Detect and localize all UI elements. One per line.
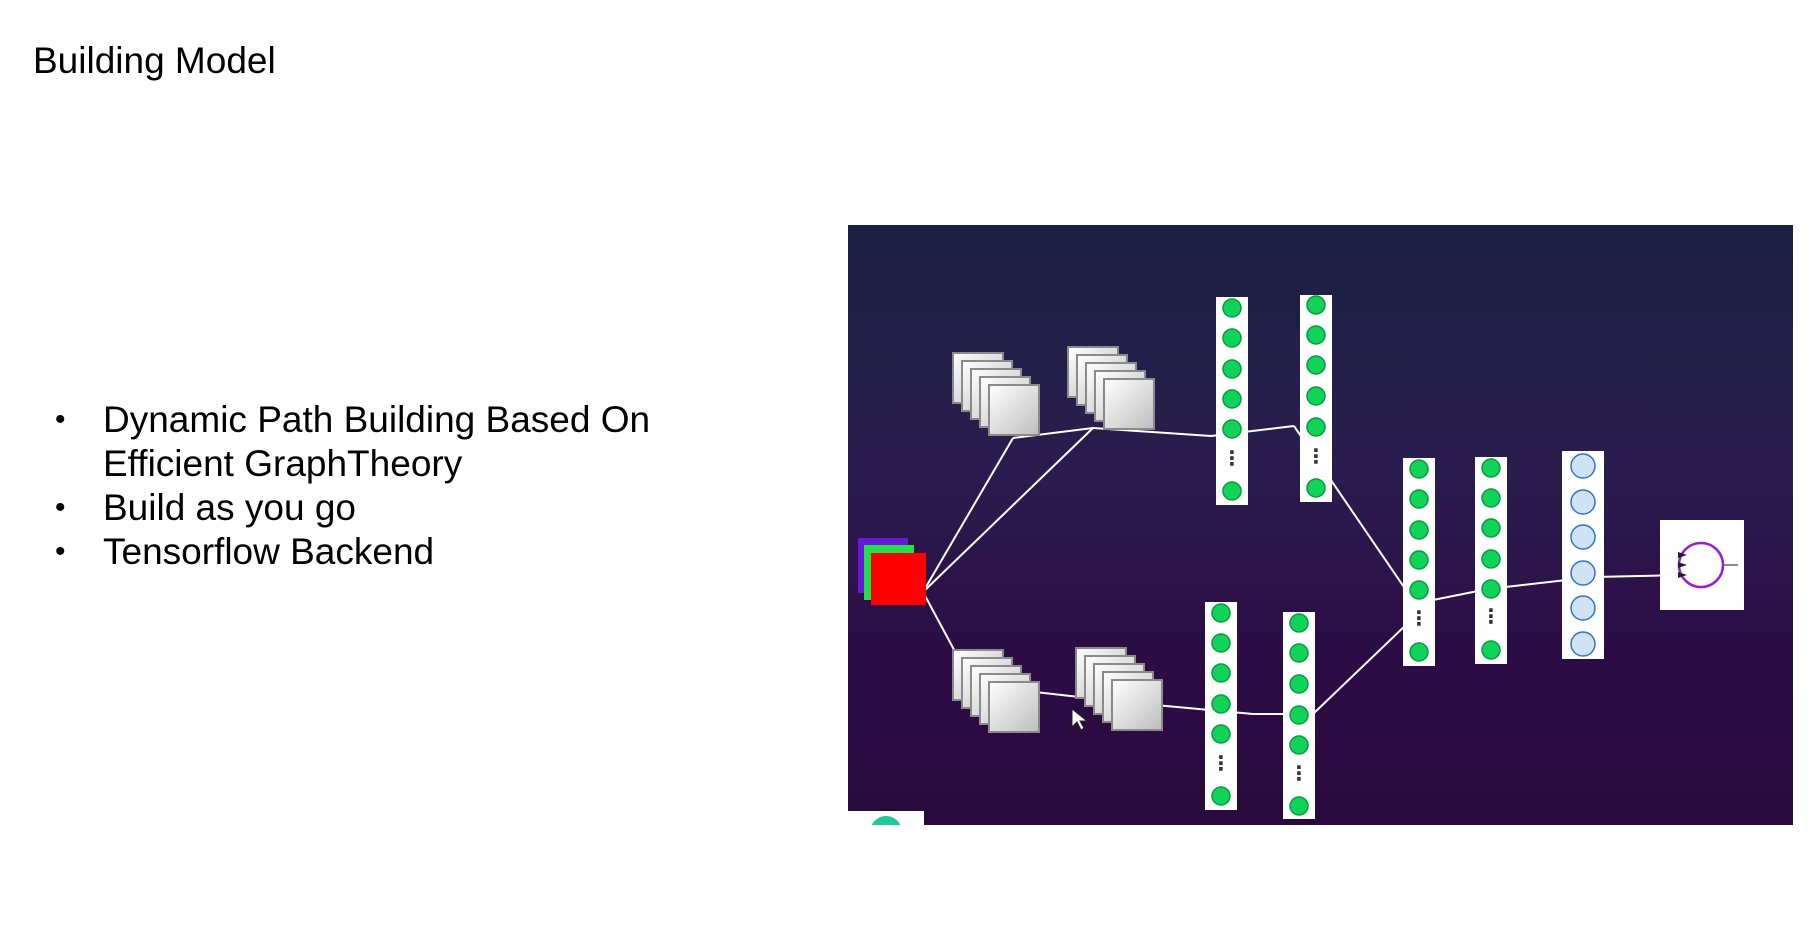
dense-layer-merge-1: ⋮	[1403, 458, 1435, 666]
dense-layer-merge-2: ⋮	[1475, 457, 1507, 664]
neuron-node	[1409, 520, 1429, 540]
ellipsis-text: ⋮	[1306, 444, 1326, 468]
dense-layer-top-1: ⋮	[1216, 297, 1248, 505]
neuron-node	[1289, 674, 1309, 694]
neuron-node	[1409, 550, 1429, 570]
slide-title: Building Model	[33, 40, 276, 81]
neuron-node	[1481, 549, 1501, 569]
layer-panel	[1562, 451, 1604, 659]
bullet-item: • Dynamic Path Building Based On Efficien…	[55, 398, 695, 486]
ellipsis-text: ⋮	[1222, 446, 1242, 470]
neuron-node	[1222, 389, 1242, 409]
neuron-node	[1289, 613, 1309, 633]
neuron-node	[1570, 524, 1596, 550]
bullet-item: • Build as you go	[55, 486, 695, 530]
ellipsis-text: ⋮	[1289, 761, 1309, 785]
neuron-node	[1211, 663, 1231, 683]
conv-stack-top-1	[952, 352, 1040, 436]
bullet-text: Dynamic Path Building Based On Efficient…	[103, 399, 651, 484]
mouse-cursor-icon	[1071, 707, 1089, 731]
neuron-node	[1570, 595, 1596, 621]
bullet-marker: •	[55, 491, 66, 524]
neuron-node	[1481, 458, 1501, 478]
neuron-node	[1222, 419, 1242, 439]
neuron-node	[1211, 724, 1231, 744]
dense-layer-bottom-1: ⋮	[1205, 602, 1237, 810]
arrow-head	[1678, 572, 1687, 578]
dense-layer-blue	[1562, 451, 1604, 659]
neuron-node	[1481, 488, 1501, 508]
neuron-node	[1409, 459, 1429, 479]
neuron-node	[1222, 298, 1242, 318]
neuron-node	[1306, 478, 1326, 498]
input-channel-red	[871, 553, 926, 605]
arrow-head	[1678, 552, 1687, 558]
feature-map-tile	[1103, 378, 1155, 430]
model-graph-svg: ⋮ ⋮ ⋮ ⋮ ⋮ ⋮	[858, 295, 1744, 819]
neuron-node	[1306, 325, 1326, 345]
neuron-node	[1289, 796, 1309, 816]
neuron-node	[1481, 640, 1501, 660]
neuron-node	[1222, 328, 1242, 348]
ellipsis-text: ⋮	[1211, 751, 1231, 775]
connector-line	[922, 437, 1014, 593]
neuron-node	[1289, 643, 1309, 663]
dense-layer-bottom-2: ⋮	[1283, 612, 1315, 819]
corner-thumbnail	[848, 811, 924, 825]
neuron-node	[1222, 481, 1242, 501]
bullet-list: • Dynamic Path Building Based On Efficien…	[55, 398, 695, 574]
ellipsis-text: ⋮	[1409, 606, 1429, 630]
neuron-node	[1211, 694, 1231, 714]
connector-line	[1012, 427, 1094, 439]
bullet-marker: •	[55, 403, 66, 436]
conv-stack-bottom-2	[1075, 647, 1163, 731]
neuron-node	[1570, 560, 1596, 586]
feature-map-tile	[988, 384, 1040, 436]
model-graph-canvas[interactable]: ⋮ ⋮ ⋮ ⋮ ⋮ ⋮	[848, 225, 1793, 825]
feature-map-tile	[988, 681, 1040, 733]
neuron-node	[1409, 642, 1429, 662]
connector-line	[922, 427, 1094, 593]
neuron-node	[1211, 603, 1231, 623]
neuron-node	[1481, 579, 1501, 599]
arrow-head	[1678, 562, 1687, 568]
feature-map-tile	[1111, 679, 1163, 731]
bullet-marker: •	[55, 535, 66, 568]
bullet-item: • Tensorflow Backend	[55, 530, 695, 574]
connector-line	[1312, 622, 1409, 715]
neuron-node	[1570, 453, 1596, 479]
neuron-node	[1481, 518, 1501, 538]
neuron-node	[1306, 295, 1326, 315]
neuron-node	[1289, 705, 1309, 725]
neuron-node	[1289, 735, 1309, 755]
bullet-text: Tensorflow Backend	[103, 531, 435, 572]
neuron-node	[1570, 631, 1596, 657]
ellipsis-text: ⋮	[1481, 604, 1501, 628]
neuron-node	[1306, 386, 1326, 406]
neuron-node	[1306, 355, 1326, 375]
dense-layer-top-2: ⋮	[1300, 295, 1332, 502]
bullet-text: Build as you go	[103, 487, 357, 528]
neuron-node	[1570, 489, 1596, 515]
teal-circle-icon	[870, 816, 902, 825]
neuron-node	[1409, 489, 1429, 509]
neuron-node	[1222, 359, 1242, 379]
conv-stack-top-2	[1067, 346, 1155, 430]
neuron-node	[1211, 633, 1231, 653]
conv-stack-bottom-1	[952, 649, 1040, 733]
output-layer	[1660, 520, 1744, 610]
neuron-node	[1306, 417, 1326, 437]
neuron-node	[1409, 580, 1429, 600]
neuron-node	[1211, 786, 1231, 806]
